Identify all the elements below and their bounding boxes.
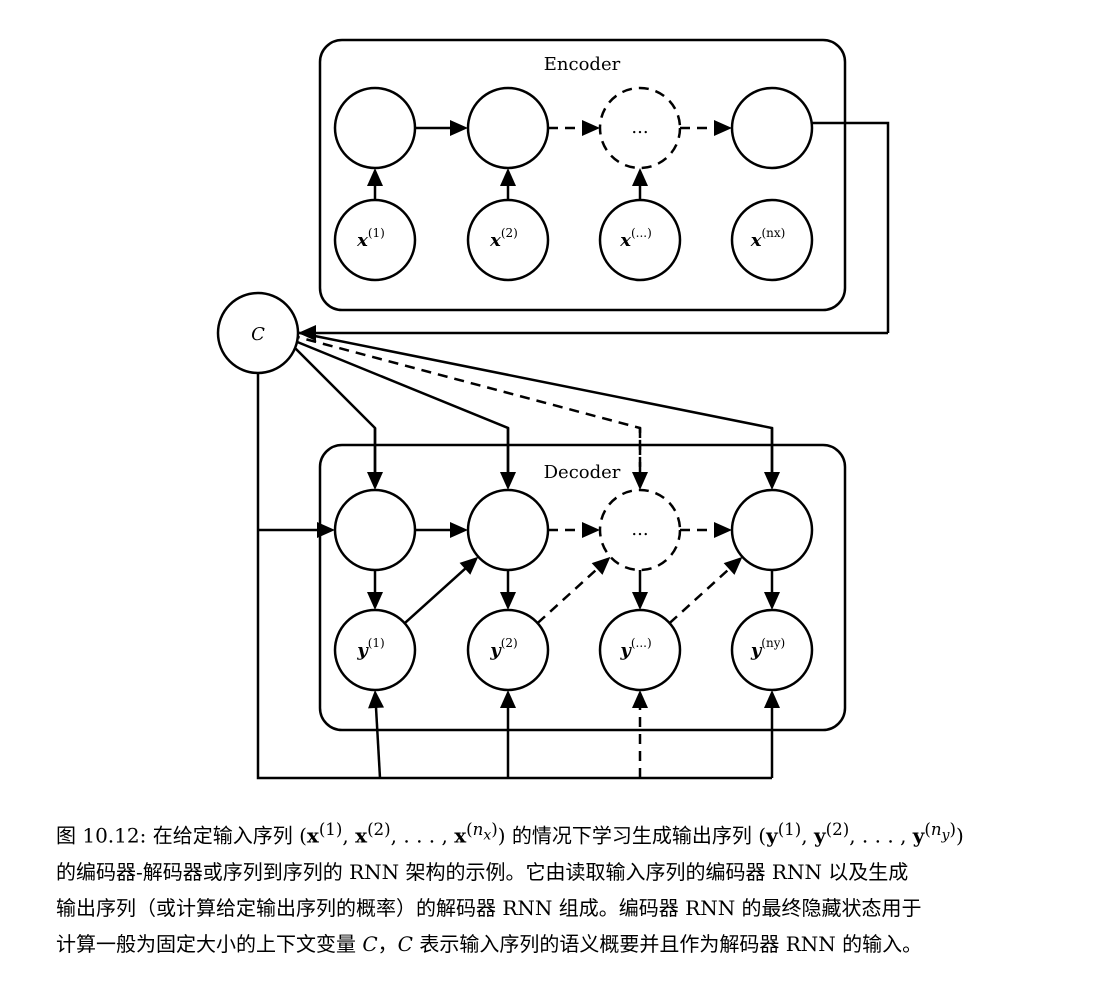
y-to-next-h-arrow-1-arrowhead [459,556,479,575]
edges [256,120,890,780]
dec-h1-h2-arrow-arrowhead [450,522,468,538]
dec-h-to-y-arrow-1-arrowhead [367,592,383,610]
decoder-hidden-1 [333,488,417,572]
context-to-dec-arrow-3-arrowhead [632,472,648,490]
decoder-output-label-1: y(1) [356,636,384,661]
caption-line-1: 图 10.12: 在给定输入序列 (x(1), x(2), . . . , x(… [56,820,964,848]
decoder-output-node-3 [598,608,682,692]
nodes: x(1) y(1) x(2) y(2) x(...) y(...) x(nx) y(ny) C.… [216,86,814,692]
context-to-dec-arrow-2-arrowhead [500,472,516,490]
encoder-input-label-3: x(...) [619,226,652,251]
dec-h-to-y-arrow-2-arrowhead [500,592,516,610]
encoder-input-label-4: x(nx) [750,226,786,251]
dec-h-to-y-arrow-4-arrowhead [764,592,780,610]
decoder-hidden-2 [466,488,550,572]
encoder-input-node-3 [598,198,682,282]
context-to-dec-line-1 [289,342,377,474]
decoder-output-label-4: y(ny) [750,636,785,661]
context-to-dec-line-2 [289,337,510,474]
enc-h1-h2-arrow-arrowhead [450,120,468,136]
encoder-box [318,38,847,312]
figure-caption: 图 10.12: 在给定输入序列 (x(1), x(2), . . . , x(… [56,812,1066,962]
encoder-input-node-1 [333,198,417,282]
bus-to-y-arrow-1 [374,705,382,779]
enc-input-arrow-3-arrowhead [632,168,648,186]
bus-to-y-arrow-2-arrowhead [500,690,516,708]
context-to-dec-line-4 [289,329,774,474]
bus-to-y-arrow-4-arrowhead [764,690,780,708]
encoder-input-label-1: x(1) [356,226,385,251]
y-to-next-h-arrow-2-arrowhead [591,556,611,575]
decoder-output-node-2 [466,608,550,692]
encoder-hidden-2 [466,86,550,170]
context-to-dec-arrow-1-arrowhead [367,472,383,490]
encoder-hidden-final [730,86,814,170]
enc-to-context-arrow-arrowhead [298,325,316,341]
encoder-hidden-ellipsis [598,86,682,170]
context-to-dec-arrow-4-arrowhead [764,472,780,490]
caption-line-2: 的编码器-解码器或序列到序列的 RNN 架构的示例。它由读取输入序列的编码器 R… [56,859,909,884]
context-to-dec-h1-arrow-arrowhead [317,522,335,538]
encoder-hidden-1 [333,86,417,170]
y-to-next-h-arrow-3 [668,566,732,625]
y-to-next-h-arrow-2 [536,566,600,625]
decoder-label: Decoder [544,462,621,483]
encoder-decoder-diagram: Encoder Decoder x(1) y(1) x(2) y(2) x(...) y(… [216,38,890,780]
decoder-output-label-3: y(...) [619,636,651,661]
encoder-input-node-4 [730,198,814,282]
bus-to-y-arrow-1-arrowhead [368,690,385,709]
enc-h3-h4-arrow-arrowhead [714,120,732,136]
decoder-output-label-2: y(2) [489,636,517,661]
decoder-hidden-ellipsis [598,488,682,572]
context-bottom-bus [256,373,772,780]
dec-h3-h4-arrow-arrowhead [714,522,732,538]
bus-to-y-arrow-3-arrowhead [632,690,648,708]
decoder-output-node-1 [333,608,417,692]
decoder-box [318,443,847,732]
decoder-output-node-4 [730,608,814,692]
y-to-next-h-arrow-3-arrowhead [723,556,743,575]
enc-h2-h3-arrow-arrowhead [582,120,600,136]
y-to-next-h-arrow-1 [403,566,468,625]
context-to-dec-line-3 [289,333,642,474]
context-label: C [251,324,265,345]
context-node [216,291,300,375]
decoder-hidden-final [730,488,814,572]
enc-input-arrow-1-arrowhead [367,168,383,186]
encoder-input-node-2 [466,198,550,282]
dec-h-to-y-arrow-3-arrowhead [632,592,648,610]
encoder-ellipsis-label: ... [631,117,648,138]
caption-line-4: 计算一般为固定大小的上下文变量 C，C 表示输入序列的语义概要并且作为解码器 R… [56,931,923,956]
dec-h2-h3-arrow-arrowhead [582,522,600,538]
encoder-input-label-2: x(2) [489,226,518,251]
decoder-ellipsis-label: ... [631,519,648,540]
enc-to-context-line [812,121,890,333]
enc-input-arrow-2-arrowhead [500,168,516,186]
encoder-label: Encoder [544,54,621,75]
caption-line-3: 输出序列（或计算给定输出序列的概率）的解码器 RNN 组成。编码器 RNN 的最… [56,895,922,920]
